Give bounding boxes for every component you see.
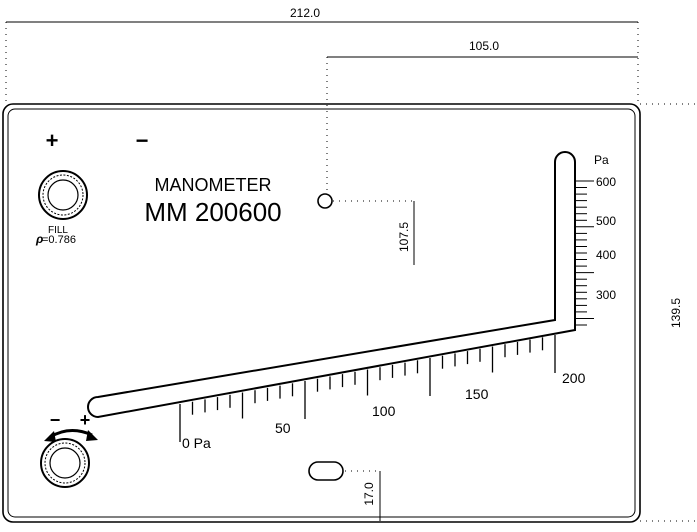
manometer-tube	[87, 151, 576, 419]
vertical-scale-label: 400	[596, 248, 616, 262]
adjust-minus-sign: −	[50, 410, 61, 430]
title-line1: MANOMETER	[155, 175, 272, 195]
incline-scale-label: 200	[562, 370, 586, 386]
dim-inner-width-text: 105.0	[469, 39, 499, 53]
incline-scale-ticks	[179, 335, 556, 442]
vertical-scale-label: 300	[596, 288, 616, 302]
dim-total-height-text: 139.5	[669, 298, 683, 328]
dim-overall-width-text: 212.0	[290, 6, 320, 20]
dim-center-height-text: 107.5	[397, 222, 411, 252]
incline-scale-label: 50	[275, 420, 291, 436]
fill-knob-icon[interactable]	[38, 170, 88, 220]
minus-sign: −	[136, 128, 149, 153]
dim-bottom-offset-text: 17.0	[362, 482, 376, 506]
incline-scale-label: 100	[372, 403, 396, 419]
mount-hole-top	[317, 193, 333, 209]
panel-outline	[2, 103, 641, 523]
adjust-plus-sign: +	[80, 410, 91, 430]
vertical-scale-label: 500	[596, 214, 616, 228]
fill-label: FILL	[48, 225, 68, 236]
mount-slot-bottom	[308, 461, 344, 481]
zero-adjust-knob-icon[interactable]	[40, 438, 90, 488]
incline-scale-label: 0 Pa	[182, 435, 211, 451]
title-line2: MM 200600	[144, 197, 281, 227]
dimension-inner-width: 105.0	[326, 39, 638, 195]
vertical-scale-ticks	[575, 180, 594, 326]
vertical-scale-label: 600	[596, 175, 616, 189]
dimension-bottom-offset: 17.0	[345, 470, 381, 521]
density-label: =0.786	[42, 234, 76, 246]
vertical-scale-labels: 600 500 400 300	[596, 175, 616, 302]
incline-scale-labels: 0 Pa 50 100 150 200	[182, 370, 586, 451]
plus-sign: +	[46, 128, 59, 153]
dimension-total-height: 139.5	[640, 103, 695, 522]
rotate-arrow-icon	[44, 429, 98, 442]
dimension-center-height: 107.5	[333, 200, 415, 265]
dimension-overall-width: 212.0	[5, 6, 639, 104]
vertical-scale-unit: Pa	[594, 153, 609, 167]
density-rho-icon: ρ	[35, 232, 43, 246]
incline-scale-label: 150	[465, 386, 489, 402]
